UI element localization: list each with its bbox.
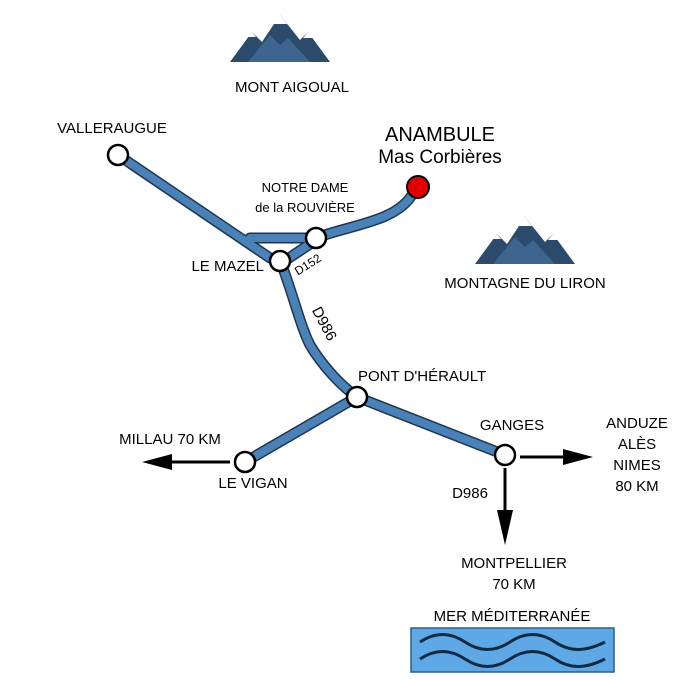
label-ganges: GANGES	[480, 417, 544, 434]
direction-arrow-east	[520, 449, 593, 465]
node-le-vigan	[233, 450, 257, 474]
mountain-icon	[230, 15, 330, 62]
road-label-d986-south: D986	[452, 485, 488, 502]
destination-name: ANAMBULE	[385, 124, 495, 146]
node-notre-dame	[304, 226, 328, 250]
label-millau: MILLAU 70 KM	[119, 431, 221, 448]
node-ganges	[493, 443, 517, 467]
label-le-vigan: LE VIGAN	[218, 475, 287, 492]
mountain-label-aigoual: MONT AIGOUAL	[235, 79, 349, 96]
direction-arrow-west	[142, 454, 230, 470]
label-pont-herault: PONT D'HÉRAULT	[358, 368, 486, 385]
node-le-mazel	[268, 249, 292, 273]
road-label-d986-north: D986	[308, 304, 340, 344]
label-valleraugue: VALLERAUGUE	[57, 120, 167, 137]
road-network	[112, 149, 511, 468]
label-notre-dame-line2: de la ROUVIÈRE	[255, 200, 355, 215]
destination-marker	[406, 175, 430, 199]
label-anduze: ANDUZE	[606, 415, 668, 432]
label-montpellier: MONTPELLIER	[461, 555, 567, 572]
direction-arrow-south	[497, 468, 513, 545]
label-east-distance: 80 KM	[615, 478, 658, 495]
node-pont-herault	[345, 385, 369, 409]
destination-subtitle: Mas Corbières	[378, 147, 502, 168]
label-ales: ALÈS	[618, 436, 656, 453]
label-nimes: NIMES	[613, 457, 661, 474]
node-valleraugue	[106, 143, 130, 167]
mountain-icon	[475, 217, 575, 264]
label-montpellier-distance: 70 KM	[492, 576, 535, 593]
label-notre-dame-line1: NOTRE DAME	[262, 180, 349, 195]
waves-icon	[410, 627, 615, 673]
sea-label: MER MÉDITERRANÉE	[434, 608, 591, 625]
label-le-mazel: LE MAZEL	[191, 258, 264, 275]
mountain-label-liron: MONTAGNE DU LIRON	[444, 275, 605, 292]
